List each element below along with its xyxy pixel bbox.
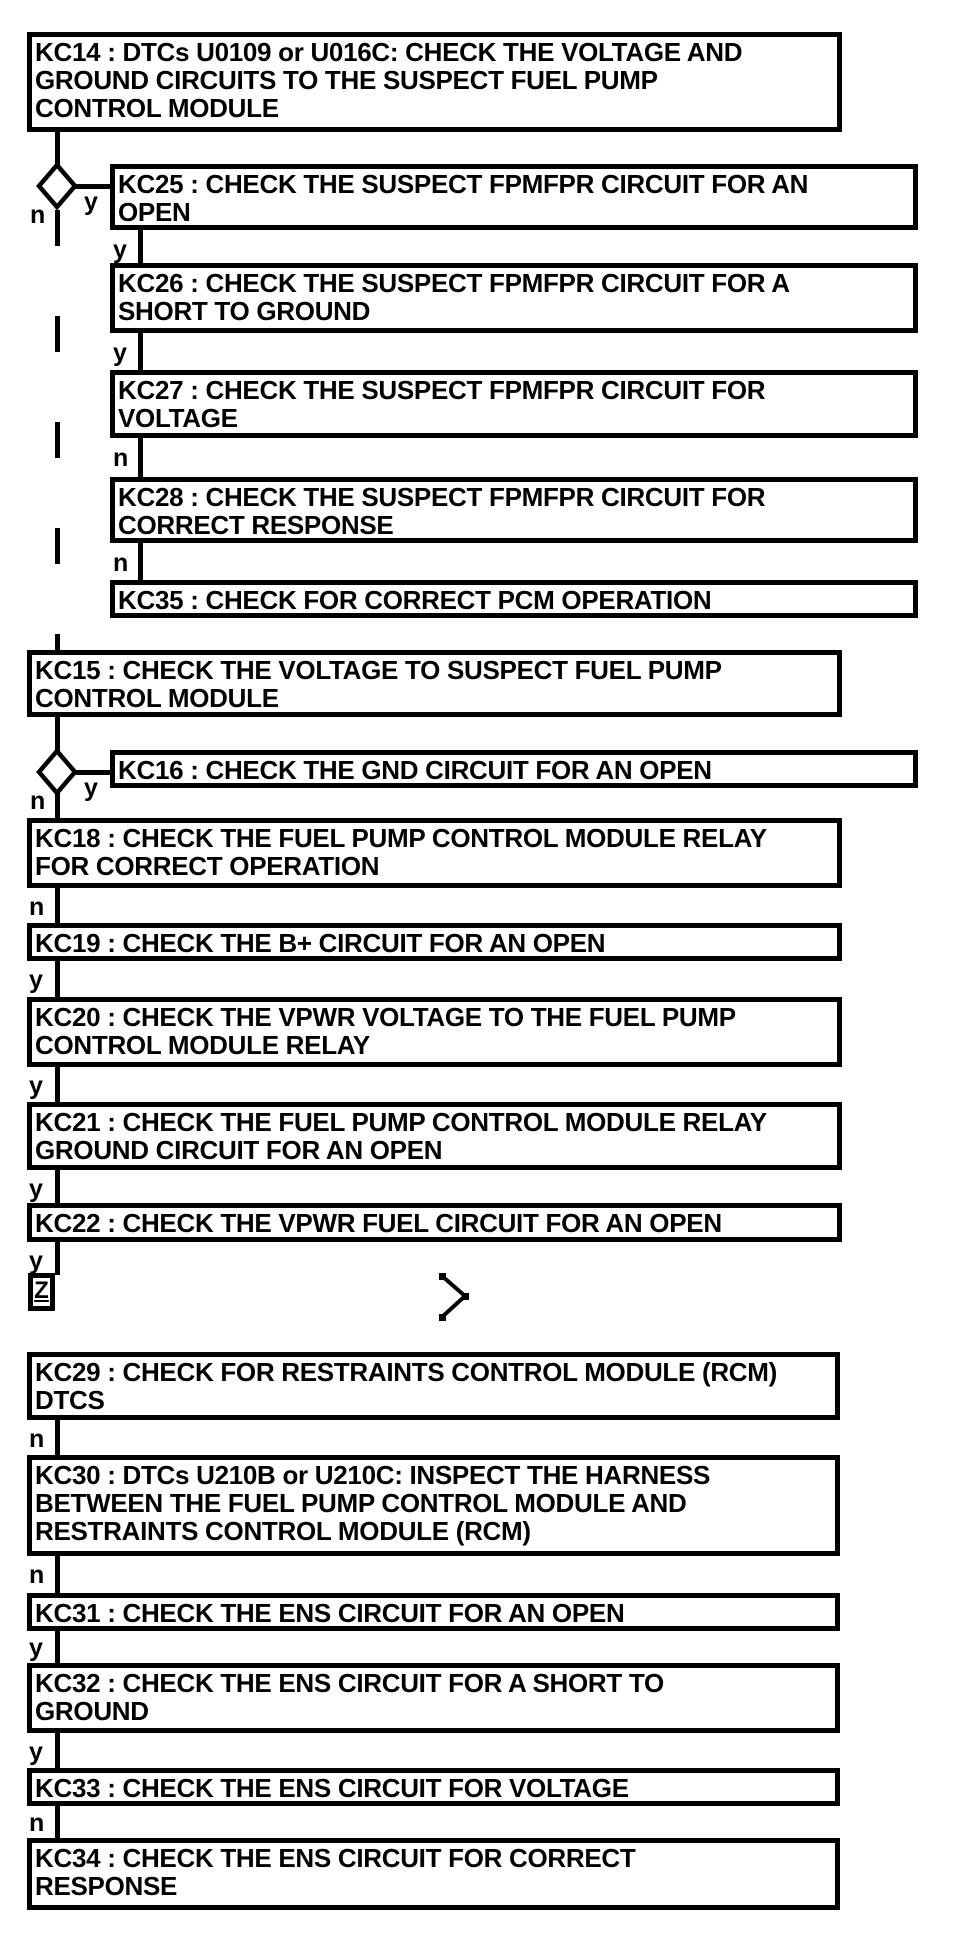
step-text-line: GROUND (35, 1696, 149, 1726)
connector-kc22-to-offpage-z (55, 1240, 60, 1275)
offpage-connector-label: Z (34, 1277, 49, 1304)
connector-kc32-to-kc33 (55, 1731, 60, 1771)
step-text-line: CONTROL MODULE RELAY (35, 1030, 370, 1060)
step-box-kc22: KC22 : CHECK THE VPWR FUEL CIRCUIT FOR A… (27, 1203, 842, 1242)
branch-label-yes: y (29, 1634, 43, 1662)
step-box-kc19: KC19 : CHECK THE B+ CIRCUIT FOR AN OPEN (27, 923, 842, 961)
branch-label-yes: y (29, 1072, 43, 1100)
step-text-line: RESTRAINTS CONTROL MODULE (RCM) (35, 1516, 531, 1546)
step-text-line: OPEN (118, 197, 191, 227)
connector-kc14-to-decision1 (55, 130, 60, 165)
step-text-line: KC14 : DTCs U0109 or U016C: CHECK THE VO… (35, 37, 743, 67)
step-text-line: GROUND CIRCUITS TO THE SUSPECT FUEL PUMP (35, 65, 658, 95)
branch-label-yes: y (84, 774, 98, 802)
step-text-line: KC28 : CHECK THE SUSPECT FPMFPR CIRCUIT … (118, 482, 766, 512)
step-box-kc25: KC25 : CHECK THE SUSPECT FPMFPR CIRCUIT … (110, 164, 918, 230)
step-text-line: RESPONSE (35, 1871, 178, 1901)
connector-decision1-yes-to-kc25 (74, 184, 112, 189)
step-box-kc14: KC14 : DTCs U0109 or U016C: CHECK THE VO… (27, 32, 842, 132)
step-text-line: KC22 : CHECK THE VPWR FUEL CIRCUIT FOR A… (35, 1208, 722, 1238)
connector-kc15-to-decision2 (55, 715, 60, 751)
offpage-connector-z[interactable]: Z (28, 1273, 55, 1311)
step-text-line: KC25 : CHECK THE SUSPECT FPMFPR CIRCUIT … (118, 169, 809, 199)
step-box-kc18: KC18 : CHECK THE FUEL PUMP CONTROL MODUL… (27, 818, 842, 888)
connector-kc29-to-kc30 (55, 1418, 60, 1458)
step-text-line: KC32 : CHECK THE ENS CIRCUIT FOR A SHORT… (35, 1668, 664, 1698)
branch-label-yes: y (29, 1247, 43, 1275)
connector-kc33-to-kc34 (55, 1802, 60, 1841)
step-text-line: KC31 : CHECK THE ENS CIRCUIT FOR AN OPEN (35, 1598, 625, 1628)
branch-label-no: n (29, 1425, 45, 1453)
branch-label-no: n (30, 201, 46, 229)
connector-kc31-to-kc32 (55, 1627, 60, 1666)
step-box-kc29: KC29 : CHECK FOR RESTRAINTS CONTROL MODU… (27, 1352, 840, 1420)
branch-label-yes: y (113, 236, 127, 264)
branch-label-no: n (29, 1809, 45, 1837)
branch-label-yes: y (29, 1175, 43, 1203)
branch-label-yes: y (84, 188, 98, 216)
step-box-kc16: KC16 : CHECK THE GND CIRCUIT FOR AN OPEN (110, 750, 918, 788)
step-text-line: CONTROL MODULE (35, 683, 279, 713)
step-box-kc26: KC26 : CHECK THE SUSPECT FPMFPR CIRCUIT … (110, 263, 918, 333)
step-box-kc15: KC15 : CHECK THE VOLTAGE TO SUSPECT FUEL… (27, 650, 842, 717)
connector-kc25-to-kc26 (138, 228, 143, 266)
step-box-kc34: KC34 : CHECK THE ENS CIRCUIT FOR CORRECT… (27, 1838, 840, 1910)
step-box-kc31: KC31 : CHECK THE ENS CIRCUIT FOR AN OPEN (27, 1593, 840, 1631)
step-text-line: SHORT TO GROUND (118, 296, 371, 326)
step-text-line: DTCS (35, 1385, 105, 1415)
connector-kc18-to-kc19 (55, 886, 60, 926)
step-text-line: KC16 : CHECK THE GND CIRCUIT FOR AN OPEN (118, 755, 712, 785)
branch-label-yes: y (29, 1738, 43, 1766)
connector-kc19-to-kc20 (55, 959, 60, 999)
step-box-kc33: KC33 : CHECK THE ENS CIRCUIT FOR VOLTAGE (27, 1768, 840, 1806)
step-text-line: KC15 : CHECK THE VOLTAGE TO SUSPECT FUEL… (35, 655, 722, 685)
connector-decision2-no-to-kc18 (55, 793, 60, 820)
decision2-diamond-icon (36, 748, 78, 796)
connector-kc26-to-kc27 (138, 331, 143, 373)
branch-label-yes: y (29, 966, 43, 994)
step-text-line: KC18 : CHECK THE FUEL PUMP CONTROL MODUL… (35, 823, 767, 853)
step-text-line: BETWEEN THE FUEL PUMP CONTROL MODULE AND (35, 1488, 687, 1518)
step-box-kc21: KC21 : CHECK THE FUEL PUMP CONTROL MODUL… (27, 1102, 842, 1170)
step-text-line: FOR CORRECT OPERATION (35, 851, 380, 881)
decision1-diamond-icon (36, 162, 78, 210)
step-box-kc35: KC35 : CHECK FOR CORRECT PCM OPERATION (110, 580, 918, 618)
step-text-line: KC29 : CHECK FOR RESTRAINTS CONTROL MODU… (35, 1357, 777, 1387)
branch-label-no: n (29, 1561, 45, 1589)
branch-label-no: n (113, 549, 129, 577)
step-text-line: GROUND CIRCUIT FOR AN OPEN (35, 1135, 443, 1165)
step-text-line: KC27 : CHECK THE SUSPECT FPMFPR CIRCUIT … (118, 375, 766, 405)
step-box-kc28: KC28 : CHECK THE SUSPECT FPMFPR CIRCUIT … (110, 477, 918, 543)
connector-kc21-to-kc22 (55, 1168, 60, 1206)
step-text-line: VOLTAGE (118, 403, 238, 433)
connector-kc30-to-kc31 (55, 1554, 60, 1596)
branch-label-no: n (29, 893, 45, 921)
next-page-chevron-icon (439, 1273, 469, 1321)
step-text-line: KC21 : CHECK THE FUEL PUMP CONTROL MODUL… (35, 1107, 767, 1137)
step-box-kc32: KC32 : CHECK THE ENS CIRCUIT FOR A SHORT… (27, 1663, 840, 1733)
step-text-line: KC19 : CHECK THE B+ CIRCUIT FOR AN OPEN (35, 928, 606, 958)
branch-label-no: n (113, 444, 129, 472)
connector-kc27-to-kc28 (138, 436, 143, 480)
step-text-line: CONTROL MODULE (35, 93, 279, 123)
connector-kc20-to-kc21 (55, 1065, 60, 1105)
step-text-line: KC34 : CHECK THE ENS CIRCUIT FOR CORRECT (35, 1843, 636, 1873)
step-box-kc27: KC27 : CHECK THE SUSPECT FPMFPR CIRCUIT … (110, 370, 918, 438)
step-text-line: KC30 : DTCs U210B or U210C: INSPECT THE … (35, 1460, 711, 1490)
step-text-line: KC35 : CHECK FOR CORRECT PCM OPERATION (118, 585, 712, 615)
connector-decision1-no-to-kc15-dashed (55, 210, 60, 652)
step-box-kc30: KC30 : DTCs U210B or U210C: INSPECT THE … (27, 1455, 840, 1556)
step-text-line: CORRECT RESPONSE (118, 510, 394, 540)
step-text-line: KC26 : CHECK THE SUSPECT FPMFPR CIRCUIT … (118, 268, 790, 298)
step-text-line: KC33 : CHECK THE ENS CIRCUIT FOR VOLTAGE (35, 1773, 629, 1803)
step-text-line: KC20 : CHECK THE VPWR VOLTAGE TO THE FUE… (35, 1002, 736, 1032)
branch-label-yes: y (113, 339, 127, 367)
connector-kc28-to-kc35 (138, 541, 143, 583)
branch-label-no: n (30, 787, 46, 815)
step-box-kc20: KC20 : CHECK THE VPWR VOLTAGE TO THE FUE… (27, 997, 842, 1067)
connector-decision2-yes-to-kc16 (74, 770, 112, 775)
